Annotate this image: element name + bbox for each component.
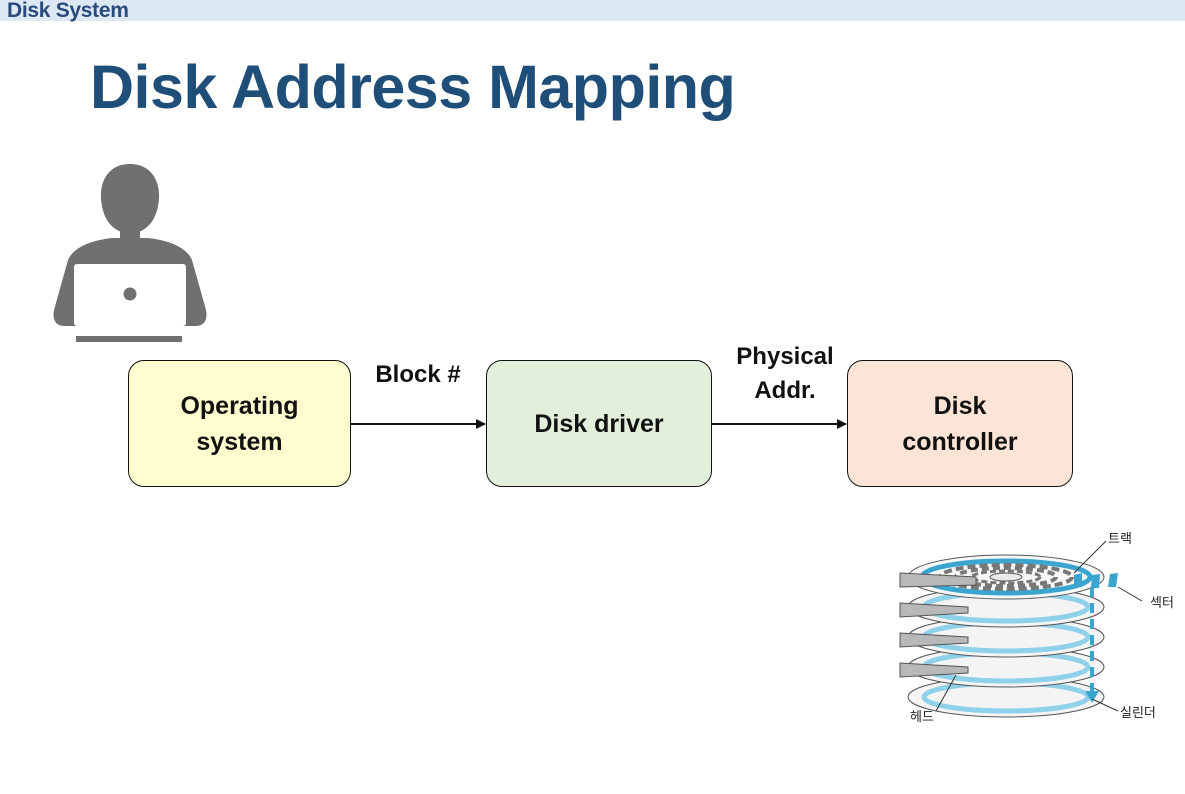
user-laptop-icon xyxy=(53,164,207,342)
physical-address-label: Physical Addr. xyxy=(736,343,834,404)
slide-title: Disk Address Mapping xyxy=(90,53,736,121)
disk-platter-illustration: 트랙 섹터 실린더 헤드 xyxy=(899,532,1174,725)
head-label: 헤드 xyxy=(910,710,934,725)
disk-driver-label: Disk driver xyxy=(534,409,664,438)
track-label: 트랙 xyxy=(1108,532,1132,547)
platter-stack xyxy=(907,554,1105,718)
disk-driver-box: Disk driver xyxy=(486,360,712,487)
header-bar xyxy=(0,0,1185,21)
disk-controller-box: Disk controller xyxy=(847,360,1073,487)
operating-system-label: Operating system xyxy=(180,391,299,456)
disk-controller-label: Disk controller xyxy=(902,391,1018,456)
operating-system-box: Operating system xyxy=(128,360,351,487)
sector-label: 섹터 xyxy=(1150,596,1174,611)
cylinder-label: 실린더 xyxy=(1120,706,1156,721)
block-number-label: Block # xyxy=(375,361,461,388)
section-label: Disk System xyxy=(7,0,129,22)
